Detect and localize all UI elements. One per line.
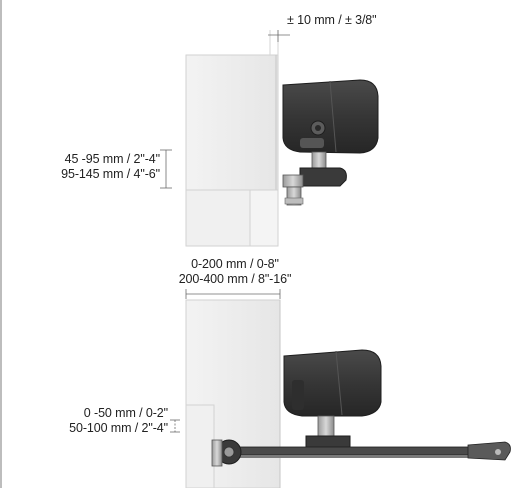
width-label-line1: 0-200 mm / 0-8" <box>191 257 279 271</box>
tolerance-dimension <box>268 30 290 42</box>
top-wall <box>185 30 279 247</box>
bottom-arm <box>211 439 511 467</box>
width-label-line2: 200-400 mm / 8"-16" <box>178 272 292 286</box>
tolerance-label: ± 10 mm / ± 3/8" <box>287 13 377 27</box>
bottom-operator <box>283 349 382 451</box>
height-label-line2: 95-145 mm / 4"-6" <box>61 167 160 181</box>
top-diagram <box>160 30 379 247</box>
bottom-diagram <box>170 289 511 488</box>
offset-dimension <box>170 419 180 433</box>
offset-label-line1: 0 -50 mm / 0-2" <box>83 406 168 420</box>
offset-label-line2: 50-100 mm / 2"-4" <box>69 421 168 435</box>
height-label-line1: 45 -95 mm / 2"-4" <box>64 152 161 166</box>
page-left-border <box>0 0 2 488</box>
height-dimension <box>160 149 172 189</box>
top-operator <box>282 79 379 206</box>
width-dimension <box>185 289 281 299</box>
